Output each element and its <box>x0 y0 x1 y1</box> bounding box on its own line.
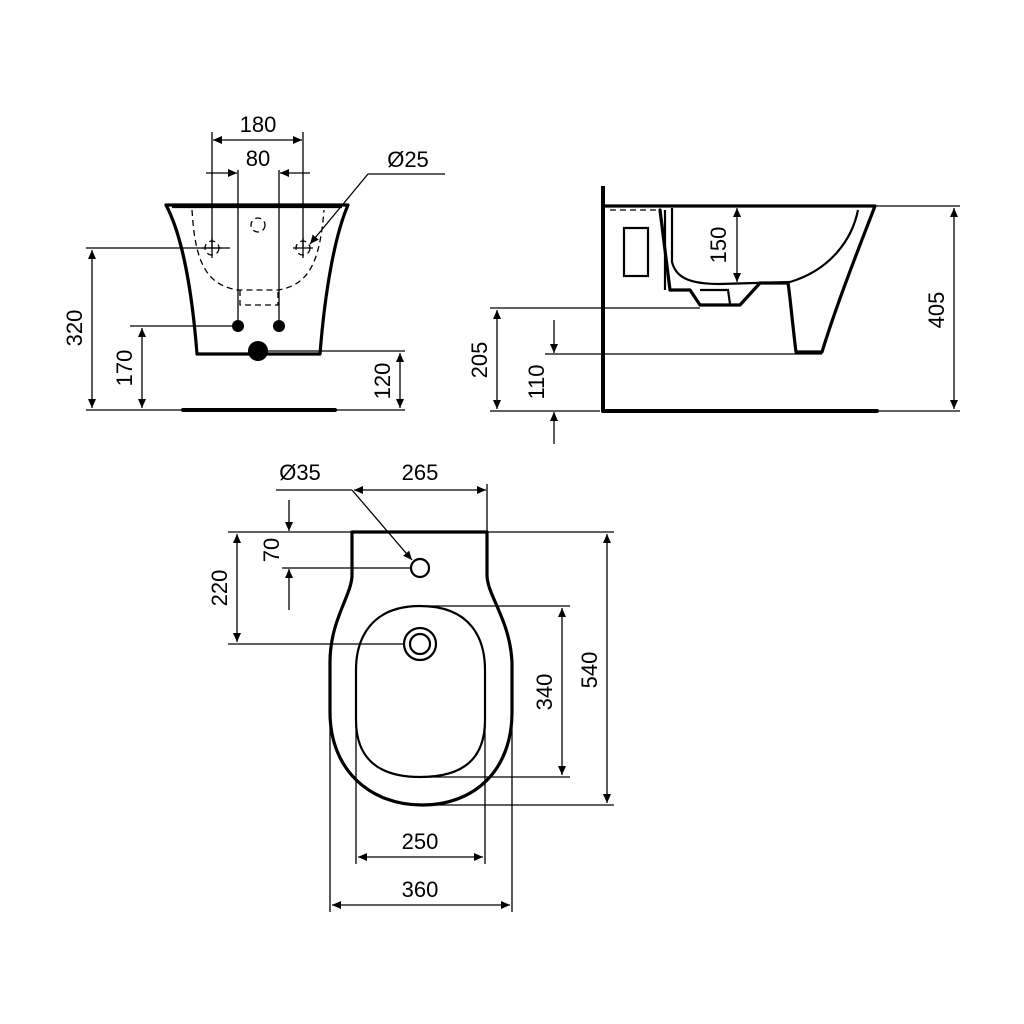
dim-360: 360 <box>402 877 439 902</box>
top-view: Ø35 265 70 220 340 540 250 360 <box>207 460 614 912</box>
dim-220: 220 <box>207 570 232 607</box>
waste-outlet <box>248 341 268 361</box>
dim-540: 540 <box>577 652 602 689</box>
front-view-body <box>164 203 350 356</box>
side-view: 150 405 205 110 <box>467 186 960 444</box>
dim-170: 170 <box>112 350 137 387</box>
dim-110: 110 <box>524 364 549 399</box>
dim-250: 250 <box>402 829 439 854</box>
dim-265: 265 <box>402 460 439 485</box>
front-view: 180 80 Ø25 320 170 120 <box>62 112 445 412</box>
dim-340: 340 <box>532 674 557 711</box>
supply-point-left <box>232 320 244 332</box>
tap-hole-icon <box>409 557 431 579</box>
dim-dia-25: Ø25 <box>387 147 429 172</box>
dim-150: 150 <box>706 227 731 264</box>
dim-405: 405 <box>924 292 949 329</box>
dim-dia-35: Ø35 <box>279 460 321 485</box>
dim-320: 320 <box>62 310 87 347</box>
dim-120: 120 <box>370 363 395 400</box>
supply-point-right <box>273 320 285 332</box>
waste-hole-icon <box>402 626 438 662</box>
front-view-hidden-bowl <box>191 209 325 291</box>
dim-180: 180 <box>240 112 277 137</box>
dim-80: 80 <box>246 146 270 171</box>
top-view-bowl <box>354 604 487 779</box>
dim-205: 205 <box>467 342 492 379</box>
dim-70: 70 <box>259 538 284 562</box>
